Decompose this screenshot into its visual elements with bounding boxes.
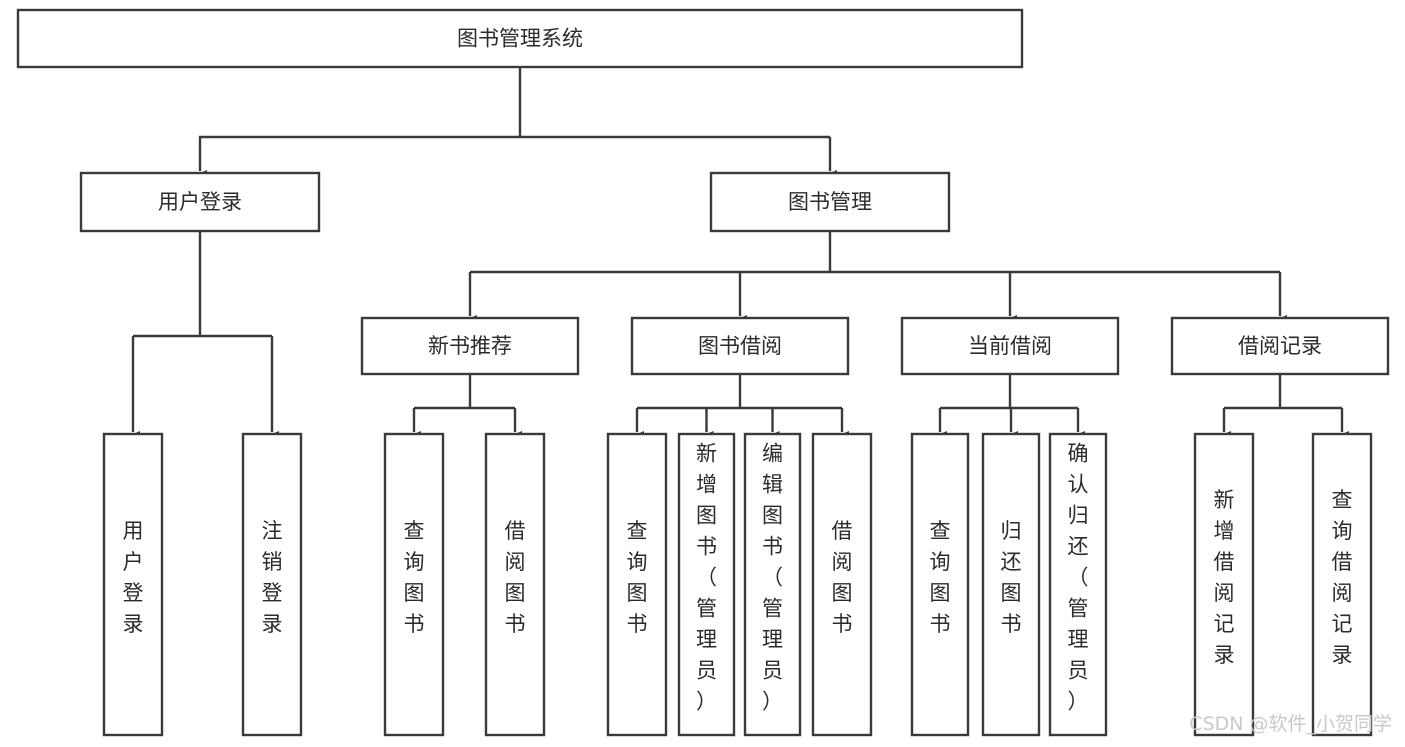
node-box-leaf-query-book-borrow[interactable] <box>606 432 668 737</box>
node-label-leaf-borrow-book-rec: 借阅图书 <box>505 519 526 636</box>
node-box-borrow-record[interactable] <box>1170 316 1390 376</box>
node-user-login[interactable]: 用户登录 <box>79 171 321 233</box>
node-leaf-query-book-cur[interactable]: 查询图书 <box>910 432 970 737</box>
node-borrow-record[interactable]: 借阅记录 <box>1170 316 1390 376</box>
node-box-current-borrow[interactable] <box>900 316 1120 376</box>
node-leaf-add-record[interactable]: 新增借阅记录 <box>1193 432 1255 737</box>
node-label-user-login: 用户登录 <box>158 190 242 214</box>
node-leaf-borrow-book[interactable]: 借阅图书 <box>811 432 873 737</box>
node-box-user-login[interactable] <box>79 171 321 233</box>
node-label-leaf-edit-book: 编辑图书（管理员） <box>762 442 783 714</box>
node-label-leaf-confirm-return: 确认归还（管理员） <box>1068 442 1089 714</box>
node-leaf-logout[interactable]: 注销登录 <box>241 432 303 737</box>
node-root[interactable]: 图书管理系统 <box>16 8 1024 69</box>
node-leaf-query-book-borrow[interactable]: 查询图书 <box>606 432 668 737</box>
node-current-borrow[interactable]: 当前借阅 <box>900 316 1120 376</box>
node-box-book-manage[interactable] <box>709 171 951 233</box>
node-box-root[interactable] <box>16 8 1024 69</box>
node-label-leaf-query-book-borrow: 查询图书 <box>627 519 648 636</box>
node-label-leaf-query-book-cur: 查询图书 <box>930 519 951 636</box>
node-label-leaf-add-record: 新增借阅记录 <box>1214 488 1235 667</box>
node-leaf-query-book-rec[interactable]: 查询图书 <box>383 432 445 737</box>
node-box-new-book-rec[interactable] <box>360 316 580 376</box>
node-box-leaf-edit-book[interactable] <box>743 432 802 737</box>
node-leaf-return-book[interactable]: 归还图书 <box>981 432 1041 737</box>
node-leaf-add-book[interactable]: 新增图书（管理员） <box>677 432 736 737</box>
node-label-current-borrow: 当前借阅 <box>968 334 1052 358</box>
node-label-leaf-query-book-rec: 查询图书 <box>404 519 425 636</box>
node-label-leaf-return-book: 归还图书 <box>1001 519 1022 636</box>
node-leaf-edit-book[interactable]: 编辑图书（管理员） <box>743 432 802 737</box>
node-leaf-query-record[interactable]: 查询借阅记录 <box>1311 432 1373 737</box>
node-box-leaf-query-record[interactable] <box>1311 432 1373 737</box>
node-label-leaf-add-book: 新增图书（管理员） <box>696 442 717 714</box>
node-label-root: 图书管理系统 <box>457 27 583 51</box>
node-box-leaf-borrow-book[interactable] <box>811 432 873 737</box>
node-label-new-book-rec: 新书推荐 <box>428 334 512 358</box>
node-boxes: 图书管理系统用户登录图书管理新书推荐图书借阅当前借阅借阅记录用户登录注销登录查询… <box>16 8 1390 737</box>
node-book-manage[interactable]: 图书管理 <box>709 171 951 233</box>
node-box-book-borrow[interactable] <box>630 316 850 376</box>
node-book-borrow[interactable]: 图书借阅 <box>630 316 850 376</box>
node-label-leaf-borrow-book: 借阅图书 <box>832 519 853 636</box>
node-label-book-manage: 图书管理 <box>788 190 872 214</box>
node-label-borrow-record: 借阅记录 <box>1238 334 1322 358</box>
node-box-leaf-add-book[interactable] <box>677 432 736 737</box>
node-box-leaf-confirm-return[interactable] <box>1048 432 1108 737</box>
node-box-leaf-query-book-cur[interactable] <box>910 432 970 737</box>
node-new-book-rec[interactable]: 新书推荐 <box>360 316 580 376</box>
node-label-leaf-logout: 注销登录 <box>262 519 283 636</box>
node-box-leaf-return-book[interactable] <box>981 432 1041 737</box>
node-box-leaf-logout[interactable] <box>241 432 303 737</box>
node-box-leaf-user-login[interactable] <box>102 432 164 737</box>
node-box-leaf-borrow-book-rec[interactable] <box>484 432 546 737</box>
node-label-leaf-query-record: 查询借阅记录 <box>1332 488 1353 667</box>
csdn-watermark: CSDN @软件_小贺同学 <box>1189 713 1392 735</box>
node-label-book-borrow: 图书借阅 <box>698 334 782 358</box>
node-box-leaf-add-record[interactable] <box>1193 432 1255 737</box>
node-leaf-confirm-return[interactable]: 确认归还（管理员） <box>1048 432 1108 737</box>
node-leaf-borrow-book-rec[interactable]: 借阅图书 <box>484 432 546 737</box>
connector-lines <box>126 67 1349 443</box>
node-box-leaf-query-book-rec[interactable] <box>383 432 445 737</box>
node-label-leaf-user-login: 用户登录 <box>123 519 144 636</box>
node-leaf-user-login[interactable]: 用户登录 <box>102 432 164 737</box>
